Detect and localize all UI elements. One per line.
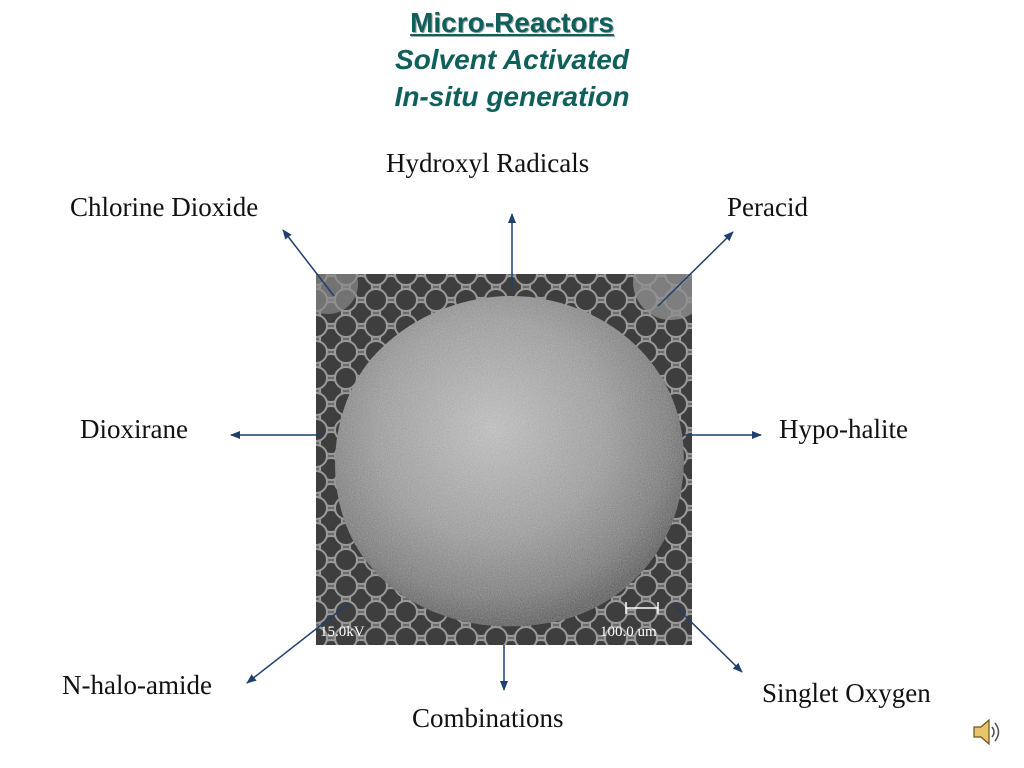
title-block: Micro-Reactors Solvent Activated In-situ… (0, 4, 1024, 115)
sem-voltage-label: 15.0kV (320, 624, 365, 640)
label-singlet-oxygen: Singlet Oxygen (762, 678, 931, 708)
scale-bar (625, 602, 659, 614)
sem-micrograph: 15.0kV 100.0 um (316, 274, 692, 645)
arrow-peracid (657, 231, 734, 307)
label-n-halo-amide: N-halo-amide (62, 670, 212, 700)
label-peracid: Peracid (727, 192, 808, 222)
label-chlorine-dioxide: Chlorine Dioxide (70, 192, 259, 222)
slide-subtitle-2: In-situ generation (394, 81, 630, 112)
sem-scale-label: 100.0 um (600, 624, 657, 640)
slide-subtitle-1: Solvent Activated (395, 44, 629, 75)
label-hydroxyl-radicals: Hydroxyl Radicals (386, 148, 590, 178)
label-dioxirane: Dioxirane (80, 414, 188, 444)
speaker-icon[interactable] (972, 716, 1002, 748)
label-hypo-halite: Hypo-halite (779, 414, 908, 444)
arrow-chlorine-dioxide (282, 229, 335, 297)
slide-title: Micro-Reactors (410, 7, 614, 38)
arrow-n-halo-amide (246, 603, 349, 684)
arrow-singlet-oxygen (673, 604, 743, 673)
label-combinations: Combinations (412, 703, 564, 733)
